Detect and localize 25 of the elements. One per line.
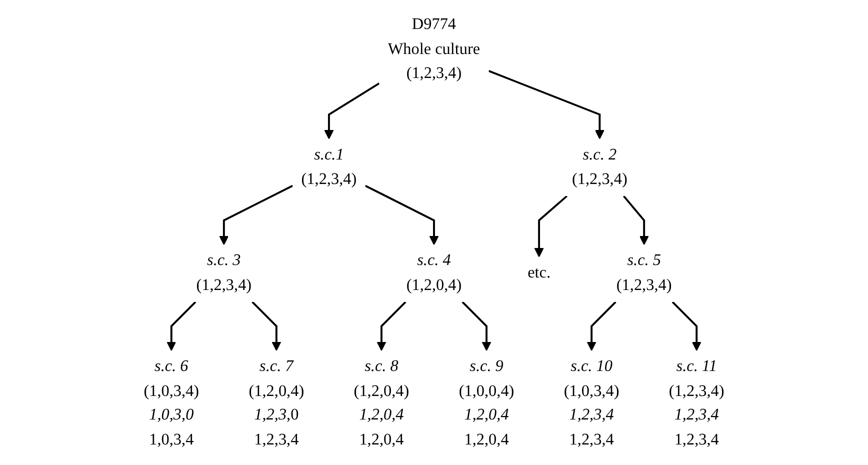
arrow (166, 301, 196, 351)
node-text: s.c.1 (1,2,3,4) (301, 146, 357, 188)
arrow (219, 184, 294, 246)
arrow (586, 301, 616, 351)
node-text: s.c. 6 (1,0,3,4) 1,0,3,0 1,0,3,4 (144, 358, 200, 448)
node-text: s.c. 5 (1,2,3,4) (616, 252, 672, 294)
arrow (488, 70, 604, 140)
arrow (252, 301, 282, 351)
node-text: etc. (528, 264, 551, 282)
node-text: s.c. 3 (1,2,3,4) (196, 252, 252, 294)
arrow (324, 82, 380, 140)
node-text: s.c. 11 (1,2,3,4) 1,2,3,4 1,2,3,4 (668, 358, 724, 448)
node-text: s.c. 10 (1,0,3,4) 1,2,3,4 1,2,3,4 (564, 358, 620, 448)
node-text: s.c. 7 (1,2,0,4) 1,2,3,0 1,2,3,4 (248, 358, 304, 448)
node-text: s.c. 4 (1,2,0,4) (406, 252, 462, 294)
arrow (364, 184, 439, 246)
node-text: D9774 Whole culture (1,2,3,4) (388, 16, 480, 82)
arrow (672, 301, 702, 351)
arrow (376, 301, 406, 351)
node-text: s.c. 2 (1,2,3,4) (572, 146, 628, 188)
node-text: s.c. 9 (1,0,0,4) 1,2,0,4 1,2,0,4 (458, 358, 514, 448)
arrow (622, 195, 649, 246)
node-text: s.c. 8 (1,2,0,4) 1,2,0,4 1,2,0,4 (354, 358, 410, 448)
arrow (534, 195, 568, 258)
arrow (462, 301, 492, 351)
